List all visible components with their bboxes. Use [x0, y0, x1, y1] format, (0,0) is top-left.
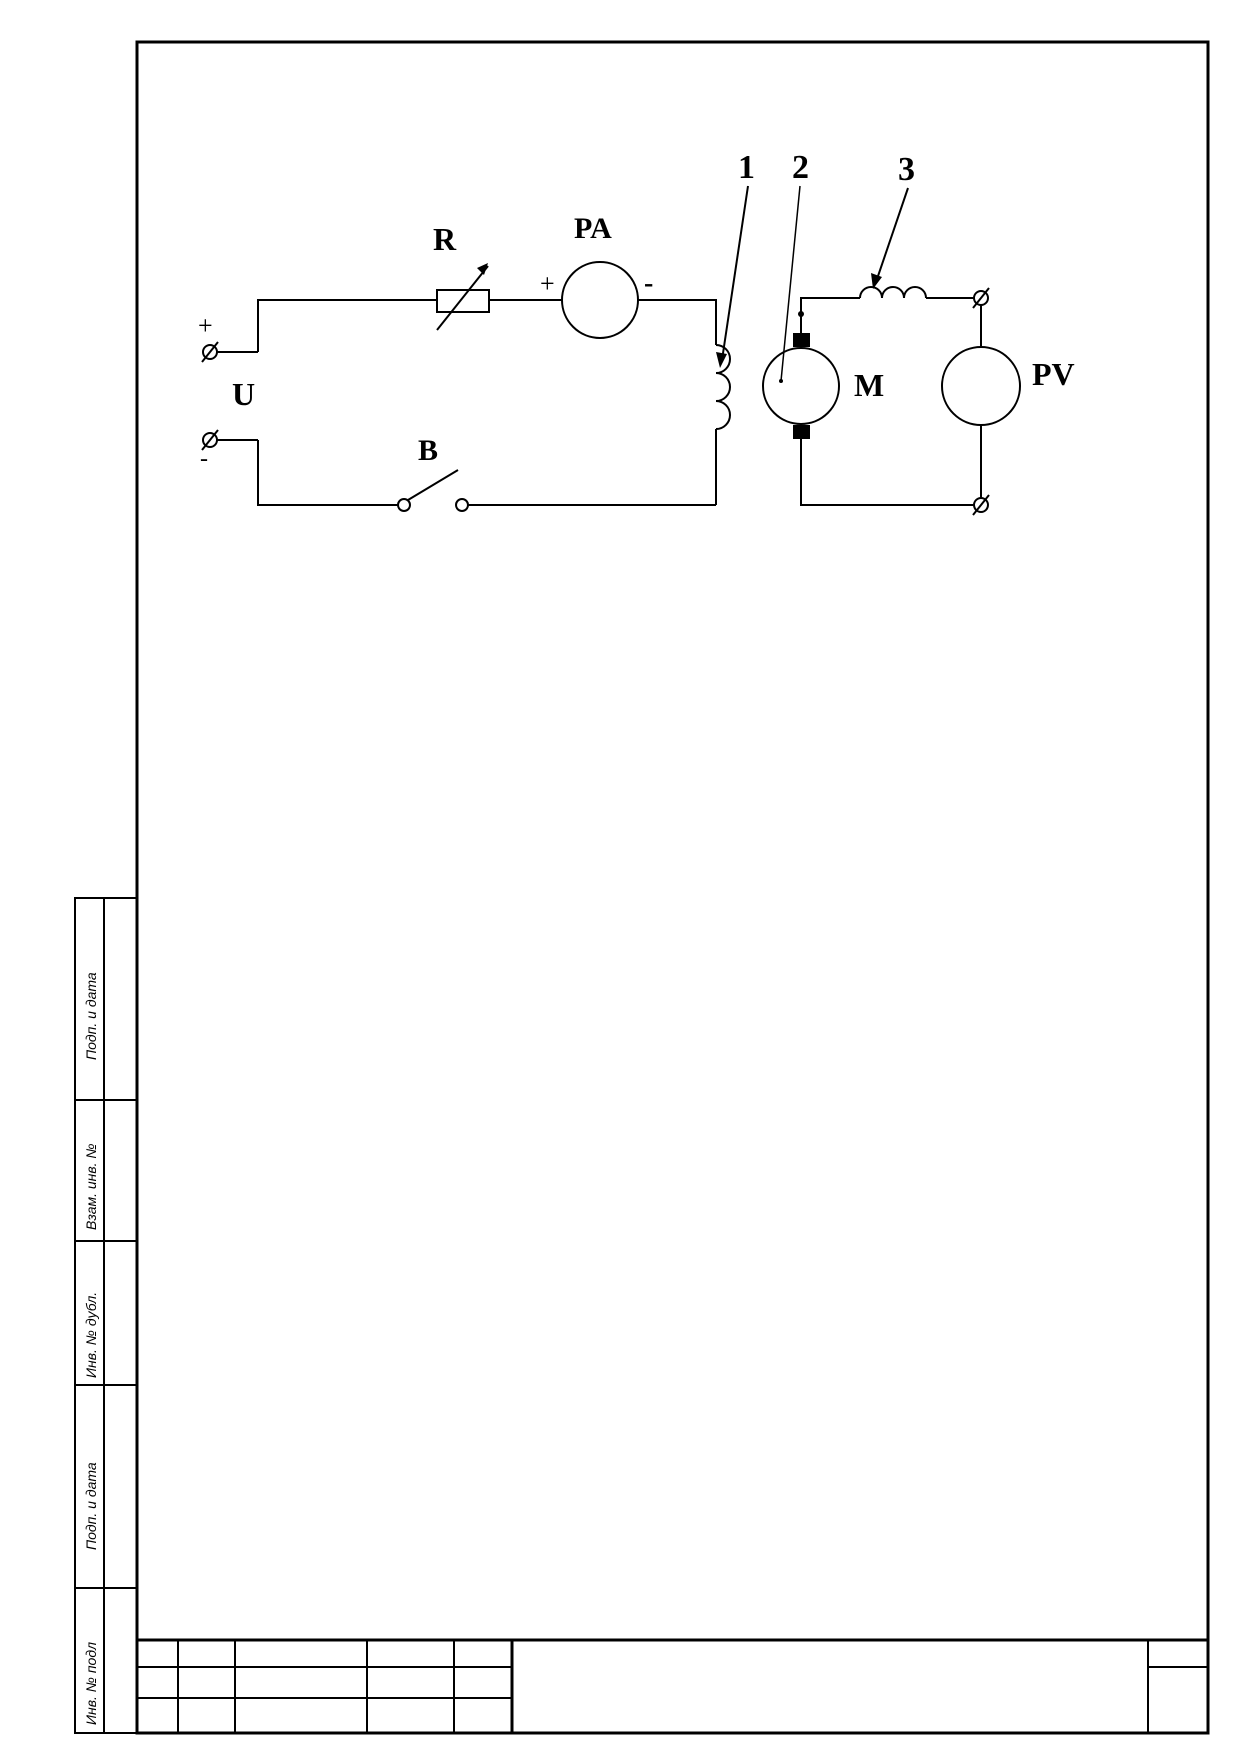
- circuit-diagram: + - U R PA + -: [198, 149, 1075, 516]
- resistor-label: R: [433, 221, 457, 257]
- motor-armature: [762, 347, 840, 425]
- supply-label: U: [232, 376, 255, 412]
- voltmeter: [941, 346, 1021, 426]
- drawing-frame: [135, 40, 1210, 1735]
- stamp-field-sign-date-2: Подп. и дата: [83, 1462, 99, 1550]
- minus-terminal: [201, 429, 258, 451]
- series-winding: [859, 286, 927, 299]
- field-winding: [715, 344, 731, 430]
- stamp-field-replaced-inv: Взам. инв. №: [83, 1143, 99, 1230]
- switch-contact-right: [455, 498, 469, 512]
- motor-brush-bottom: [793, 425, 810, 439]
- ammeter-plus-label: +: [540, 269, 555, 298]
- callout-3: 3: [898, 151, 915, 188]
- ammeter-minus-label: -: [644, 268, 653, 299]
- plus-label: +: [198, 311, 213, 340]
- stamp-field-dup-inv: Инв. № дубл.: [83, 1292, 99, 1378]
- minus-label: -: [200, 446, 208, 472]
- switch-contact-left: [397, 498, 411, 512]
- ammeter: [561, 261, 639, 339]
- motor-brush-top: [793, 333, 810, 347]
- switch-label: B: [418, 434, 438, 467]
- switch-blade: [407, 469, 459, 501]
- side-stamp-border: [74, 897, 138, 1734]
- stamp-field-sign-date-1: Подп. и дата: [83, 972, 99, 1060]
- ammeter-label: PA: [574, 212, 612, 245]
- stamp-field-original-inv: Инв. № подл: [83, 1642, 99, 1725]
- plus-terminal: [201, 341, 258, 363]
- callout-1: 1: [738, 149, 755, 186]
- voltmeter-label: PV: [1032, 356, 1075, 392]
- side-stamp: Подп. и дата Взам. инв. № Инв. № дубл. П…: [74, 897, 138, 1734]
- callout-2: 2: [792, 149, 809, 186]
- title-block: [137, 1638, 1208, 1733]
- motor-label: M: [854, 367, 884, 403]
- variable-resistor: [436, 263, 490, 331]
